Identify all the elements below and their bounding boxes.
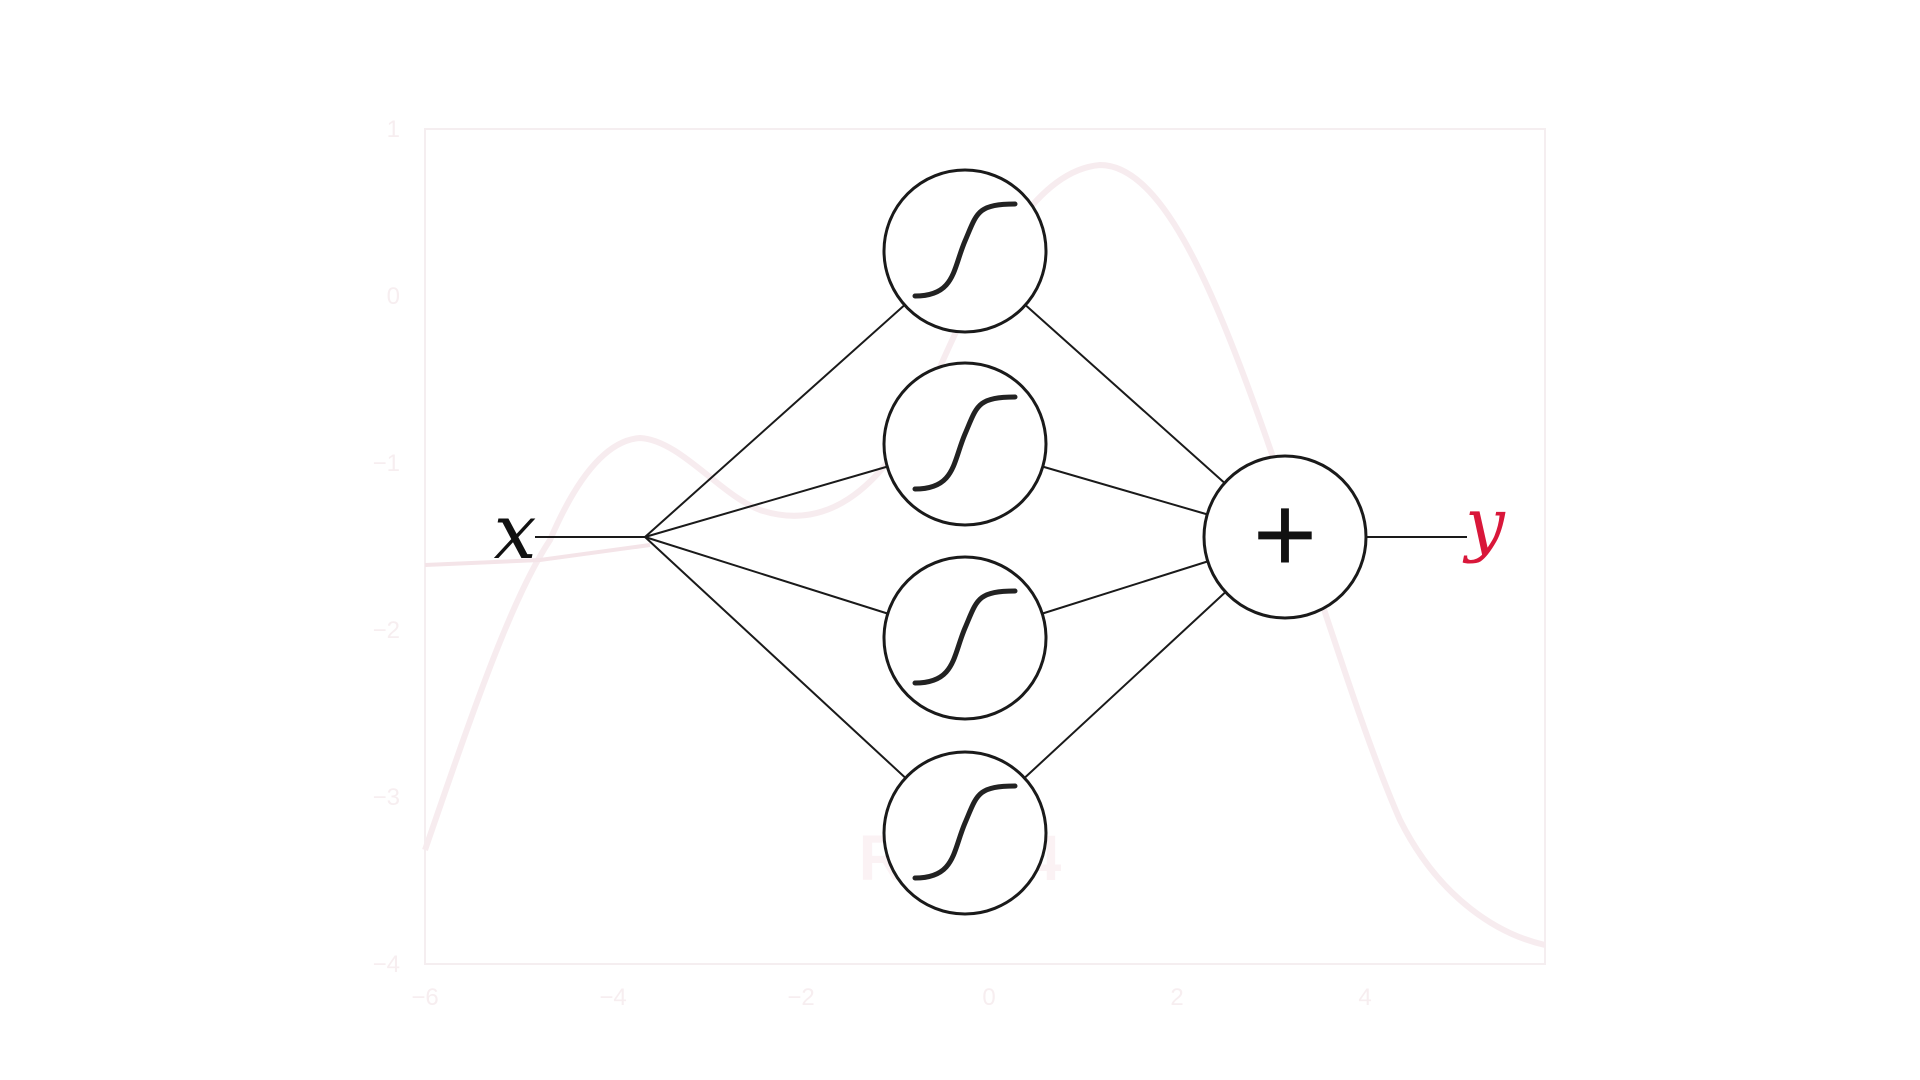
- plot-frame: [424, 128, 1546, 965]
- hidden-node-1: [882, 168, 1048, 334]
- edge-hidden-to-sum-2: [1042, 465, 1208, 516]
- y-tick-label: −1: [373, 450, 400, 477]
- edge-hidden-to-sum-4: [1023, 591, 1227, 779]
- edge-hidden-to-sum-1: [1024, 304, 1226, 484]
- hidden-node-3: [882, 555, 1048, 721]
- x-tick-label: −6: [411, 984, 438, 1011]
- sigmoid-icon: [912, 588, 1018, 686]
- input-label: x: [494, 487, 537, 576]
- hidden-node-circle: [882, 361, 1048, 527]
- hidden-node-4: [882, 750, 1048, 916]
- edge-input-to-hidden-3: [644, 536, 889, 615]
- hidden-node-circle: [882, 555, 1048, 721]
- y-tick-label: 1: [387, 116, 400, 143]
- sigmoid-icon: [912, 201, 1018, 299]
- connections: [535, 304, 1467, 779]
- output-label: y: [1462, 483, 1506, 565]
- edge-input-to-hidden-2: [644, 465, 888, 538]
- y-tick-label: −4: [373, 951, 400, 978]
- sum-node: +: [1202, 454, 1368, 620]
- x-tick-label: 4: [1358, 984, 1371, 1011]
- background-curve-flat: [424, 543, 651, 567]
- x-tick-label: 2: [1170, 984, 1183, 1011]
- edge-input-to-hidden-4: [644, 536, 907, 779]
- sigmoid-icon: [912, 783, 1018, 881]
- y-tick-label: −3: [373, 784, 400, 811]
- x-tick-label: −4: [599, 984, 626, 1011]
- sigmoid-icon: [912, 394, 1018, 492]
- sum-node-circle: [1202, 454, 1368, 620]
- hidden-node-circle: [882, 750, 1048, 916]
- edge-input-to-hidden-1: [644, 304, 906, 538]
- y-tick-label: 0: [387, 283, 400, 310]
- hidden-node-2: [882, 361, 1048, 527]
- x-tick-label: 0: [982, 984, 995, 1011]
- hidden-node-circle: [882, 168, 1048, 334]
- x-tick-label: −2: [787, 984, 814, 1011]
- sum-symbol: +: [1253, 473, 1317, 596]
- y-tick-label: −2: [373, 617, 400, 644]
- hidden-layer: [882, 168, 1048, 916]
- edge-hidden-to-sum-3: [1041, 560, 1209, 615]
